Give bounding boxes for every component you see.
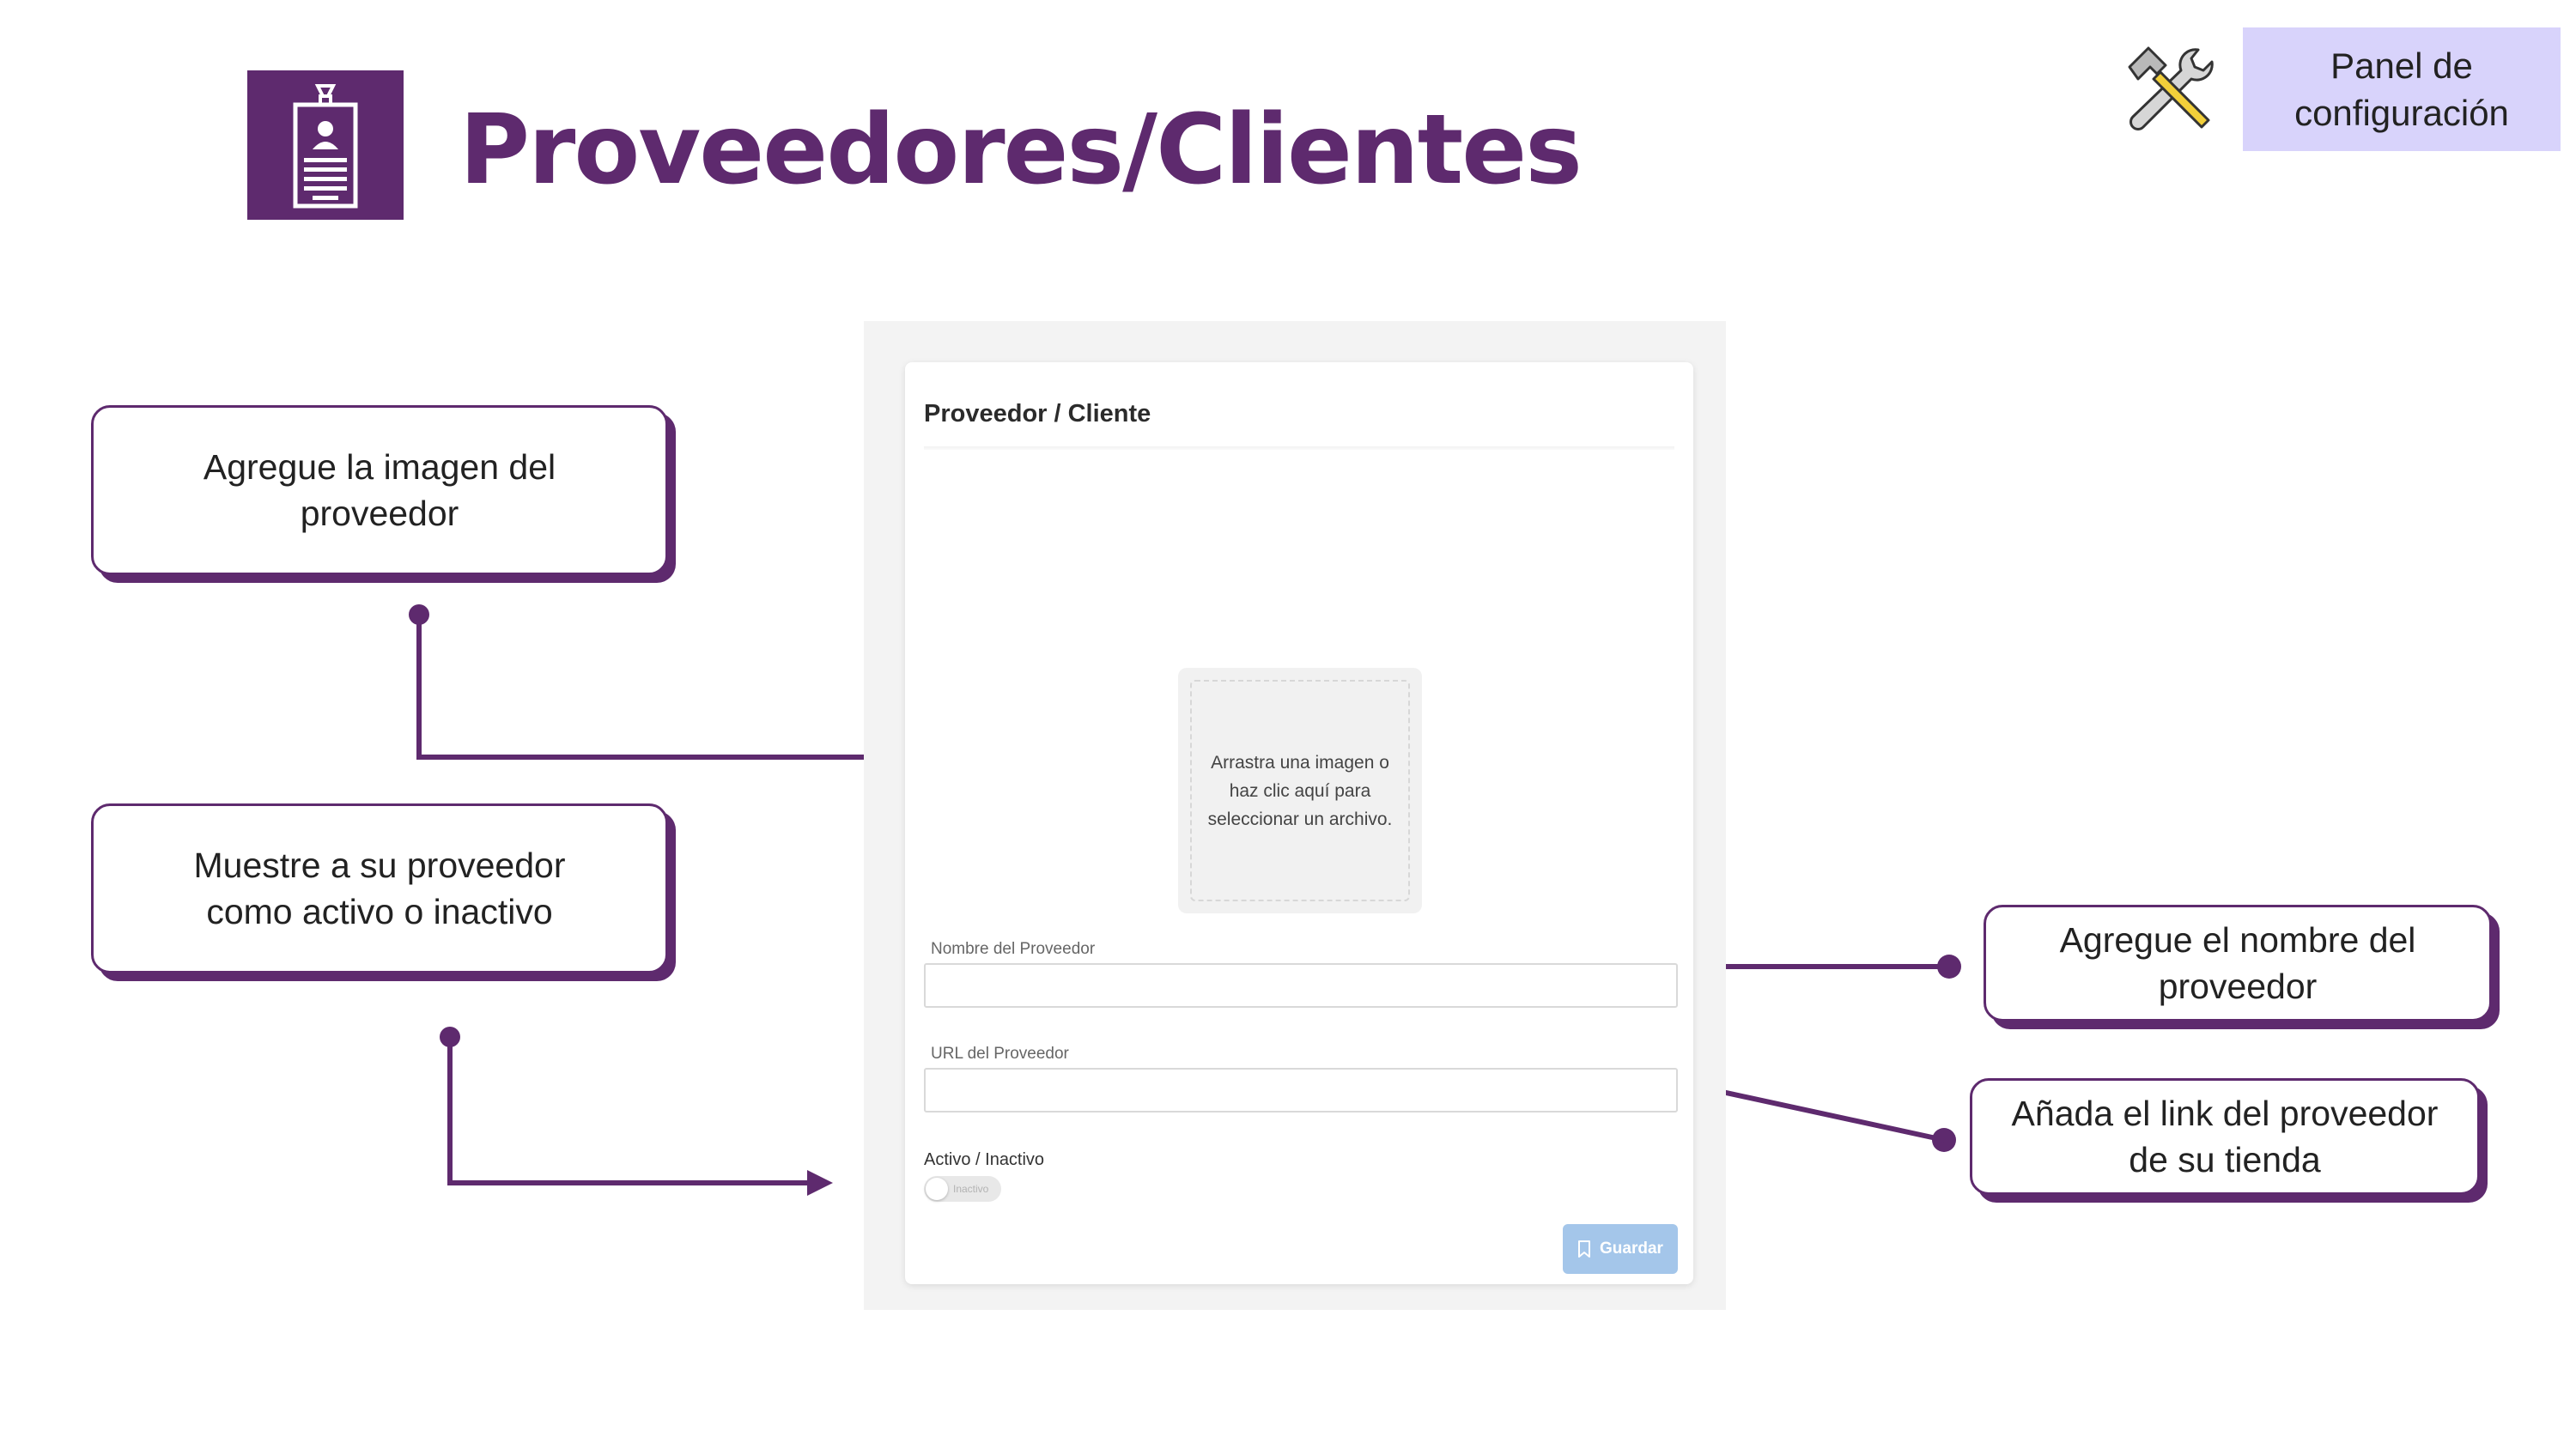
save-button[interactable]: Guardar <box>1563 1224 1678 1274</box>
name-input[interactable] <box>924 963 1678 1008</box>
arrow-status <box>440 1027 833 1196</box>
callout-status: Muestre a su proveedor como activo o ina… <box>91 803 668 973</box>
arrow-name <box>1693 954 1961 979</box>
callout-name: Agregue el nombre del proveedor <box>1984 905 2492 1022</box>
toggle-state-text: Inactivo <box>953 1183 989 1195</box>
callout-url: Añada el link del proveedor de su tienda <box>1970 1078 2480 1195</box>
hammer-wrench-icon <box>2128 46 2214 130</box>
callout-image: Agregue la imagen del proveedor <box>91 405 668 575</box>
page-title: Proveedores/Clientes <box>459 94 1583 206</box>
image-dropzone[interactable]: Arrastra una imagen o haz clic aquí para… <box>1178 668 1422 913</box>
form-divider <box>924 446 1674 450</box>
status-label: Activo / Inactivo <box>924 1150 1045 1169</box>
settings-panel-button[interactable]: Panel de configuración <box>2243 27 2561 151</box>
bookmark-icon <box>1578 1240 1591 1258</box>
status-toggle[interactable]: Inactivo <box>924 1176 1001 1202</box>
settings-panel-label: Panel de configuración <box>2294 45 2509 133</box>
url-input[interactable] <box>924 1068 1678 1113</box>
callout-url-text: Añada el link del proveedor de su tienda <box>2011 1094 2439 1179</box>
id-badge-icon <box>247 70 404 220</box>
callout-name-text: Agregue el nombre del proveedor <box>2059 920 2416 1006</box>
name-label: Nombre del Proveedor <box>931 940 1096 958</box>
callout-image-text: Agregue la imagen del proveedor <box>203 447 556 533</box>
url-label: URL del Proveedor <box>931 1045 1069 1063</box>
form-title: Proveedor / Cliente <box>924 400 1151 427</box>
save-label: Guardar <box>1600 1240 1663 1258</box>
toggle-knob <box>926 1178 948 1200</box>
dropzone-border: Arrastra una imagen o haz clic aquí para… <box>1190 680 1410 901</box>
callout-status-text: Muestre a su proveedor como activo o ina… <box>193 846 566 931</box>
dropzone-text: Arrastra una imagen o haz clic aquí para… <box>1207 752 1393 829</box>
arrow-url <box>1693 1078 1956 1152</box>
